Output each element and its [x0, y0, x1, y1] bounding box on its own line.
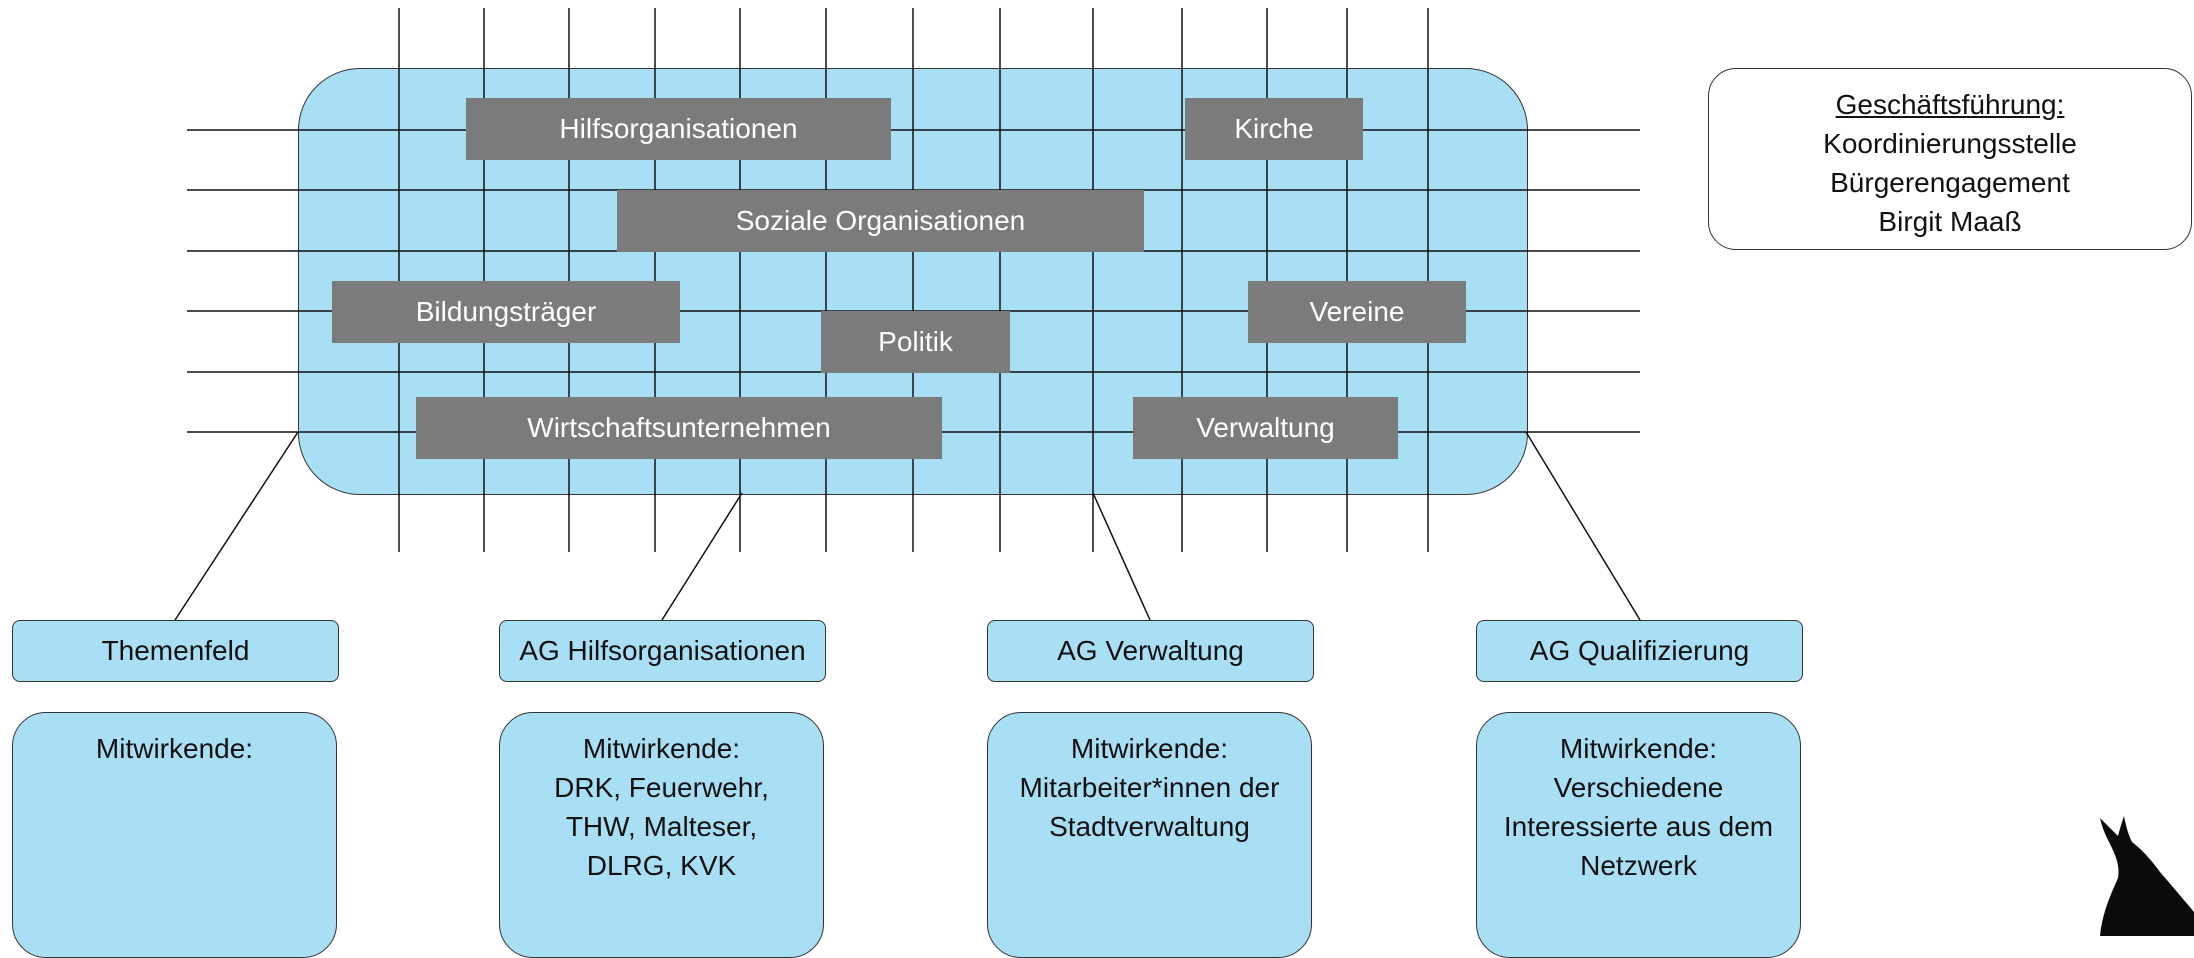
- connector-ag-hilfsorganisationen: [661, 492, 743, 621]
- group-members-ag-verwaltung: Mitwirkende: Mitarbeiter*innen der Stadt…: [987, 712, 1312, 958]
- member-line: Mitwirkende:: [1070, 733, 1229, 764]
- group-members-ag-qualifizierung: Mitwirkende: Verschiedene Interessierte …: [1476, 712, 1801, 958]
- member-line: Verschiedene: [1553, 772, 1724, 803]
- member-line: Mitwirkende:: [95, 733, 254, 764]
- chip-soziale-organisationen: Soziale Organisationen: [617, 190, 1144, 252]
- member-line: Stadtverwaltung: [1049, 811, 1250, 842]
- connector-ag-qualifizierung: [1525, 431, 1641, 621]
- chip-bildungstraeger: Bildungsträger: [332, 281, 680, 343]
- member-line: Interessierte aus dem: [1503, 811, 1774, 842]
- chip-politik: Politik: [821, 311, 1010, 373]
- chip-wirtschaftsunternehmen: Wirtschaftsunternehmen: [416, 397, 942, 459]
- group-members-ag-hilfsorganisationen: Mitwirkende: DRK, Feuerwehr, THW, Maltes…: [499, 712, 824, 958]
- group-title-ag-verwaltung: AG Verwaltung: [987, 620, 1314, 682]
- chip-hilfsorganisationen: Hilfsorganisationen: [466, 98, 891, 160]
- connector-themenfeld: [174, 431, 299, 621]
- member-line: DRK, Feuerwehr,: [554, 772, 769, 803]
- member-line: Netzwerk: [1580, 850, 1697, 881]
- geschaeftsfuehrung-box: Geschäftsführung: Koordinierungsstelle B…: [1708, 68, 2192, 250]
- group-title-ag-hilfsorganisationen: AG Hilfsorganisationen: [499, 620, 826, 682]
- geschaeftsfuehrung-line: Bürgerengagement: [1830, 167, 2070, 198]
- connector-ag-verwaltung: [1092, 492, 1151, 621]
- chip-verwaltung: Verwaltung: [1133, 397, 1398, 459]
- howling-wolf-icon: [2100, 816, 2194, 936]
- chip-vereine: Vereine: [1248, 281, 1466, 343]
- geschaeftsfuehrung-heading: Geschäftsführung:: [1835, 89, 2065, 120]
- group-members-themenfeld: Mitwirkende:: [12, 712, 337, 958]
- member-line: THW, Malteser,: [565, 811, 758, 842]
- member-line: Mitarbeiter*innen der: [1019, 772, 1280, 803]
- member-line: DLRG, KVK: [586, 850, 737, 881]
- chip-kirche: Kirche: [1185, 98, 1363, 160]
- group-title-ag-qualifizierung: AG Qualifizierung: [1476, 620, 1803, 682]
- member-line: Mitwirkende:: [1559, 733, 1718, 764]
- member-line: Mitwirkende:: [582, 733, 741, 764]
- geschaeftsfuehrung-line: Koordinierungsstelle: [1823, 128, 2077, 159]
- group-title-themenfeld: Themenfeld: [12, 620, 339, 682]
- geschaeftsfuehrung-line: Birgit Maaß: [1878, 206, 2022, 237]
- connector-lines: [174, 431, 1641, 621]
